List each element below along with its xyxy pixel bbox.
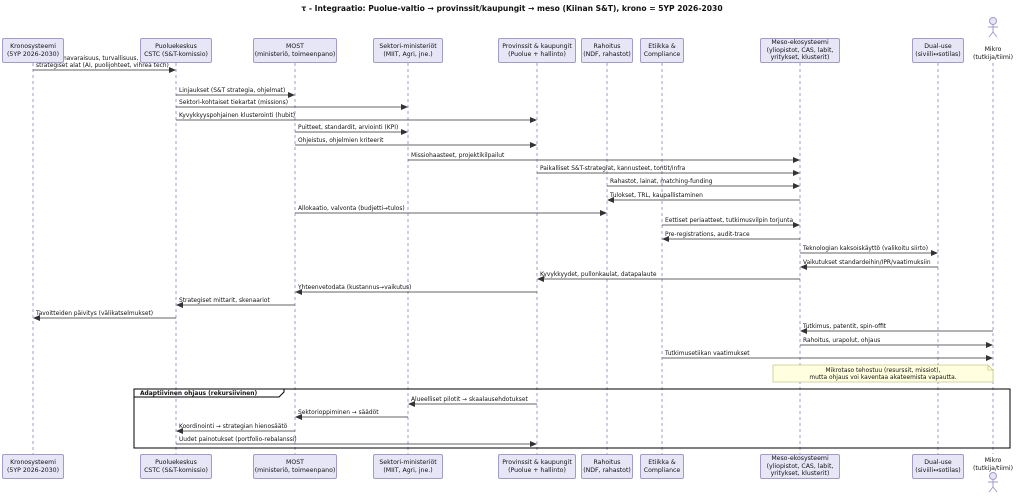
- message-label: Tulokset, TRL, kaupallistaminen: [609, 193, 703, 199]
- participant-provinssi-top: Provinssit & kaupungit (Puolue + hallint…: [498, 38, 576, 63]
- message-arrow: Tutkimus, patentit, spin-offit: [800, 324, 993, 334]
- message-arrow: Ohjeistus, ohjelmien kriteerit: [295, 138, 537, 148]
- actor-label-mikro-top: Mikro (tutkija/tiimi): [972, 46, 1014, 61]
- message-label: Rahastot, lainat, matching-funding: [610, 179, 713, 185]
- participant-rahoitus-top: Rahoitus (NDF, rahastot): [581, 38, 633, 63]
- message-arrow: Tutkimusetiikan vaatimukset: [662, 351, 993, 361]
- participant-label: Kronosysteemi (5YP 2026-2030): [7, 458, 59, 474]
- participant-label: Sektori-ministeriöt (MIIT, Agri, jne.): [379, 42, 437, 58]
- participant-sektori-top: Sektori-ministeriöt (MIIT, Agri, jne.): [373, 38, 443, 63]
- message-arrow: Linjaukset (S&T strategia, ohjelmat): [176, 88, 295, 98]
- message-label: Teknologian kaksoiskäyttö (valikoitu sii…: [802, 246, 928, 252]
- message-label: Puitteet, standardit, arviointi (KPI): [298, 125, 398, 131]
- actor-label-mikro-bottom: Mikro (tutkija/tiimi): [972, 457, 1014, 472]
- message-arrow: Kyvykkyyspohjainen klusterointi (hubit): [176, 113, 537, 123]
- participant-etiikka-top: Etiikka & Compliance: [640, 38, 684, 63]
- participant-krono-top: Kronosysteemi (5YP 2026-2030): [2, 38, 64, 63]
- participant-most-top: MOST (ministeriö, toimeenpano): [253, 38, 337, 63]
- message-label: Strategiset mittarit, skenaariot: [179, 298, 270, 304]
- participant-sektori-bottom: Sektori-ministeriöt (MIIT, Agri, jne.): [373, 454, 443, 479]
- message-label: Kyvykkyyspohjainen klusterointi (hubit): [179, 113, 295, 119]
- participant-dual-top: Dual-use (siviili↔sotilas): [912, 38, 964, 63]
- message-label: Tutkimus, patentit, spin-offit: [802, 324, 887, 330]
- group-frame: Adaptiivinen ohjaus (rekursiivinen): [133, 388, 1011, 449]
- message-label: Sektori-kohtaiset tiekartat (missions): [179, 100, 288, 106]
- message-arrow: Tulokset, TRL, kaupallistaminen: [607, 193, 800, 203]
- group-message-arrow: Alueelliset pilotit → skaalausehdotukset: [408, 397, 537, 407]
- participant-label: Puoluekeskus CSTC (S&T-komissio): [144, 42, 208, 58]
- participant-label: Provinssit & kaupungit (Puolue + hallint…: [502, 458, 572, 474]
- message-label: Yhteenvetodata (kustannus→vaikutus): [297, 285, 411, 291]
- participant-provinssi-bottom: Provinssit & kaupungit (Puolue + hallint…: [498, 454, 576, 479]
- participant-label: Meso-ekosysteemi (yliopistot, CAS, labit…: [766, 455, 834, 478]
- group-message-arrow: Sektorioppiminen → säädöt: [295, 410, 408, 420]
- participant-label: MOST (ministeriö, toimeenpano): [254, 458, 336, 474]
- message-label: Kehys: omavaraisuus, turvallisuus,strate…: [36, 56, 169, 69]
- person-icon: [988, 472, 998, 493]
- group-label: Adaptiivinen ohjaus (rekursiivinen): [140, 391, 257, 397]
- message-label: Sektorioppiminen → säädöt: [298, 410, 379, 416]
- note: Mikrotaso tehostuu (resurssit, missiot),…: [772, 364, 994, 383]
- message-label: Tutkimusetiikan vaatimukset: [664, 351, 750, 357]
- message-label: Pre-registrations, audit-trace: [665, 232, 750, 238]
- message-arrow: Pre-registrations, audit-trace: [662, 232, 800, 242]
- message-arrow: Puitteet, standardit, arviointi (KPI): [295, 125, 408, 135]
- message-label: Kyvykkyydet, pullonkaulat, datapalaute: [540, 272, 657, 278]
- message-label: Koordinointi → strategian hienosäätö: [179, 424, 288, 430]
- group-message-arrow: Uudet painotukset (portfolio-rebalanssi): [176, 437, 537, 447]
- message-label: Tavoitteiden päivitys (välikatselmukset): [35, 311, 153, 317]
- message-label: Vaikutukset standardeihin/IPR/vaatimuksi…: [803, 260, 931, 266]
- participant-label: Meso-ekosysteemi (yliopistot, CAS, labit…: [766, 39, 834, 62]
- participant-label: Etiikka & Compliance: [643, 458, 681, 474]
- message-label: Eettiset periaatteet, tutkimusvilpin tor…: [665, 218, 793, 224]
- message-arrow: Rahoitus, urapolut, ohjaus: [800, 338, 993, 348]
- participant-etiikka-bottom: Etiikka & Compliance: [640, 454, 684, 479]
- message-label: Uudet painotukset (portfolio-rebalanssi): [179, 437, 297, 443]
- participant-label: Rahoitus (NDF, rahastot): [583, 42, 631, 58]
- participant-most-bottom: MOST (ministeriö, toimeenpano): [253, 454, 337, 479]
- person-icon: [988, 17, 998, 38]
- message-arrow: Rahastot, lainat, matching-funding: [607, 179, 800, 189]
- participant-dual-bottom: Dual-use (siviili↔sotilas): [912, 454, 964, 479]
- participant-label: Dual-use (siviili↔sotilas): [915, 42, 961, 58]
- participant-label: Provinssit & kaupungit (Puolue + hallint…: [502, 42, 572, 58]
- participant-meso-top: Meso-ekosysteemi (yliopistot, CAS, labit…: [760, 38, 840, 63]
- participant-label: Puoluekeskus CSTC (S&T-komissio): [144, 458, 208, 474]
- message-label: Missiohaasteet, projektikilpailut: [411, 153, 505, 159]
- message-arrow: Tavoitteiden päivitys (välikatselmukset): [33, 311, 176, 321]
- participant-label: Etiikka & Compliance: [643, 42, 681, 58]
- note-text: Mikrotaso tehostuu (resurssit, missiot),…: [809, 368, 956, 381]
- participant-rahoitus-bottom: Rahoitus (NDF, rahastot): [581, 454, 633, 479]
- message-arrow: Allokaatio, valvonta (budjetti→tulos): [295, 206, 607, 216]
- message-arrow: Yhteenvetodata (kustannus→vaikutus): [295, 285, 537, 295]
- message-label: Allokaatio, valvonta (budjetti→tulos): [298, 206, 405, 212]
- participant-label: Kronosysteemi (5YP 2026-2030): [7, 42, 59, 58]
- message-arrow: Kyvykkyydet, pullonkaulat, datapalaute: [537, 272, 800, 282]
- message-arrow: Missiohaasteet, projektikilpailut: [408, 153, 800, 163]
- message-label: Rahoitus, urapolut, ohjaus: [803, 338, 880, 344]
- participant-puolue-top: Puoluekeskus CSTC (S&T-komissio): [140, 38, 212, 63]
- message-arrow: Kehys: omavaraisuus, turvallisuus,strate…: [33, 56, 176, 73]
- group-message-arrow: Koordinointi → strategian hienosäätö: [176, 424, 295, 434]
- message-label: Alueelliset pilotit → skaalausehdotukset: [411, 397, 528, 403]
- message-label: Paikalliset S&T-strategiat, kannusteet, …: [540, 166, 686, 172]
- message-arrow: Strategiset mittarit, skenaariot: [176, 298, 295, 308]
- message-label: Ohjeistus, ohjelmien kriteerit: [298, 138, 384, 144]
- message-arrow: Eettiset periaatteet, tutkimusvilpin tor…: [662, 218, 800, 228]
- message-arrow: Sektori-kohtaiset tiekartat (missions): [176, 100, 408, 110]
- participant-label: Sektori-ministeriöt (MIIT, Agri, jne.): [379, 458, 437, 474]
- participant-label: MOST (ministeriö, toimeenpano): [254, 42, 336, 58]
- participant-label: Dual-use (siviili↔sotilas): [915, 458, 961, 474]
- diagram-title: τ - Integraatio: Puolue-valtio → provins…: [301, 4, 723, 13]
- participant-puolue-bottom: Puoluekeskus CSTC (S&T-komissio): [140, 454, 212, 479]
- participant-label: Rahoitus (NDF, rahastot): [583, 458, 631, 474]
- message-label: Linjaukset (S&T strategia, ohjelmat): [179, 88, 285, 94]
- message-arrow: Teknologian kaksoiskäyttö (valikoitu sii…: [800, 246, 938, 256]
- message-arrow: Vaikutukset standardeihin/IPR/vaatimuksi…: [800, 260, 938, 270]
- participant-meso-bottom: Meso-ekosysteemi (yliopistot, CAS, labit…: [760, 454, 840, 479]
- message-arrow: Paikalliset S&T-strategiat, kannusteet, …: [537, 166, 800, 176]
- participant-krono-bottom: Kronosysteemi (5YP 2026-2030): [2, 454, 64, 479]
